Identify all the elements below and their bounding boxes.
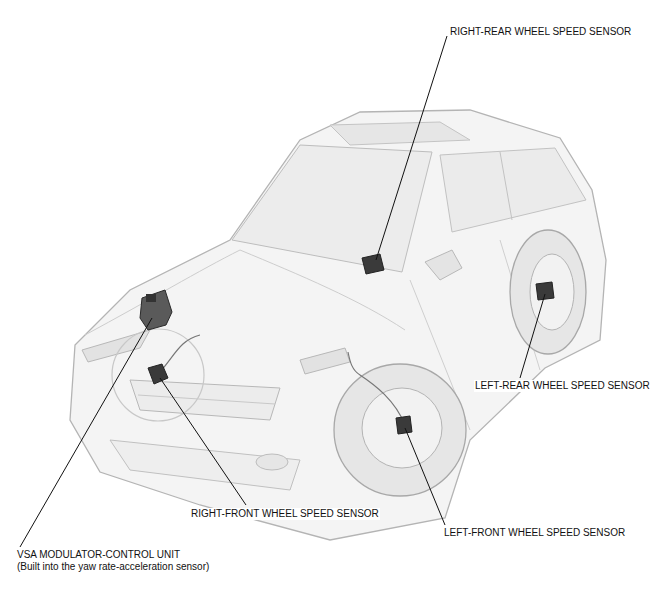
part-label: RIGHT-FRONT WHEEL SPEED SENSOR [190, 508, 380, 520]
grille-bar [138, 395, 275, 404]
wheel-speed-sensor [536, 282, 554, 300]
wheel-hub [362, 388, 442, 468]
hood-line [240, 250, 405, 330]
leader-line [376, 36, 447, 260]
fog-light [256, 454, 288, 470]
part-label: VSA MODULATOR-CONTROL UNIT [16, 549, 181, 561]
leader-line [405, 428, 445, 525]
windshield [232, 145, 432, 272]
headlight [300, 348, 350, 374]
right-front-wheel [112, 329, 204, 421]
lower-bumper [110, 440, 300, 490]
left-front-wheel [334, 364, 466, 496]
part-label: LEFT-FRONT WHEEL SPEED SENSOR [443, 527, 626, 539]
sensor-wire [160, 335, 200, 372]
wheel-speed-sensor [396, 416, 412, 434]
part-label: LEFT-REAR WHEEL SPEED SENSOR [474, 380, 651, 392]
sensor-wire [348, 352, 405, 425]
hood-line [85, 250, 240, 335]
vehicle-body [70, 110, 606, 540]
left-rear-wheel [510, 230, 586, 354]
vsa-unit [140, 290, 172, 330]
leader-line [20, 318, 152, 547]
wheel-hub [530, 254, 574, 330]
sunroof [330, 122, 470, 145]
part-label: RIGHT-REAR WHEEL SPEED SENSOR [449, 26, 632, 38]
wheel-speed-sensor [362, 254, 384, 274]
window-pillar [500, 152, 512, 220]
grille [130, 380, 280, 420]
door-mirror [425, 250, 462, 280]
vsa-connector [146, 294, 156, 302]
wheel-speed-sensor [148, 364, 168, 384]
side-window [440, 148, 586, 232]
leader-line [160, 378, 246, 505]
part-note: (Built into the yaw rate-acceleration se… [16, 561, 210, 573]
leader-line [520, 294, 545, 378]
